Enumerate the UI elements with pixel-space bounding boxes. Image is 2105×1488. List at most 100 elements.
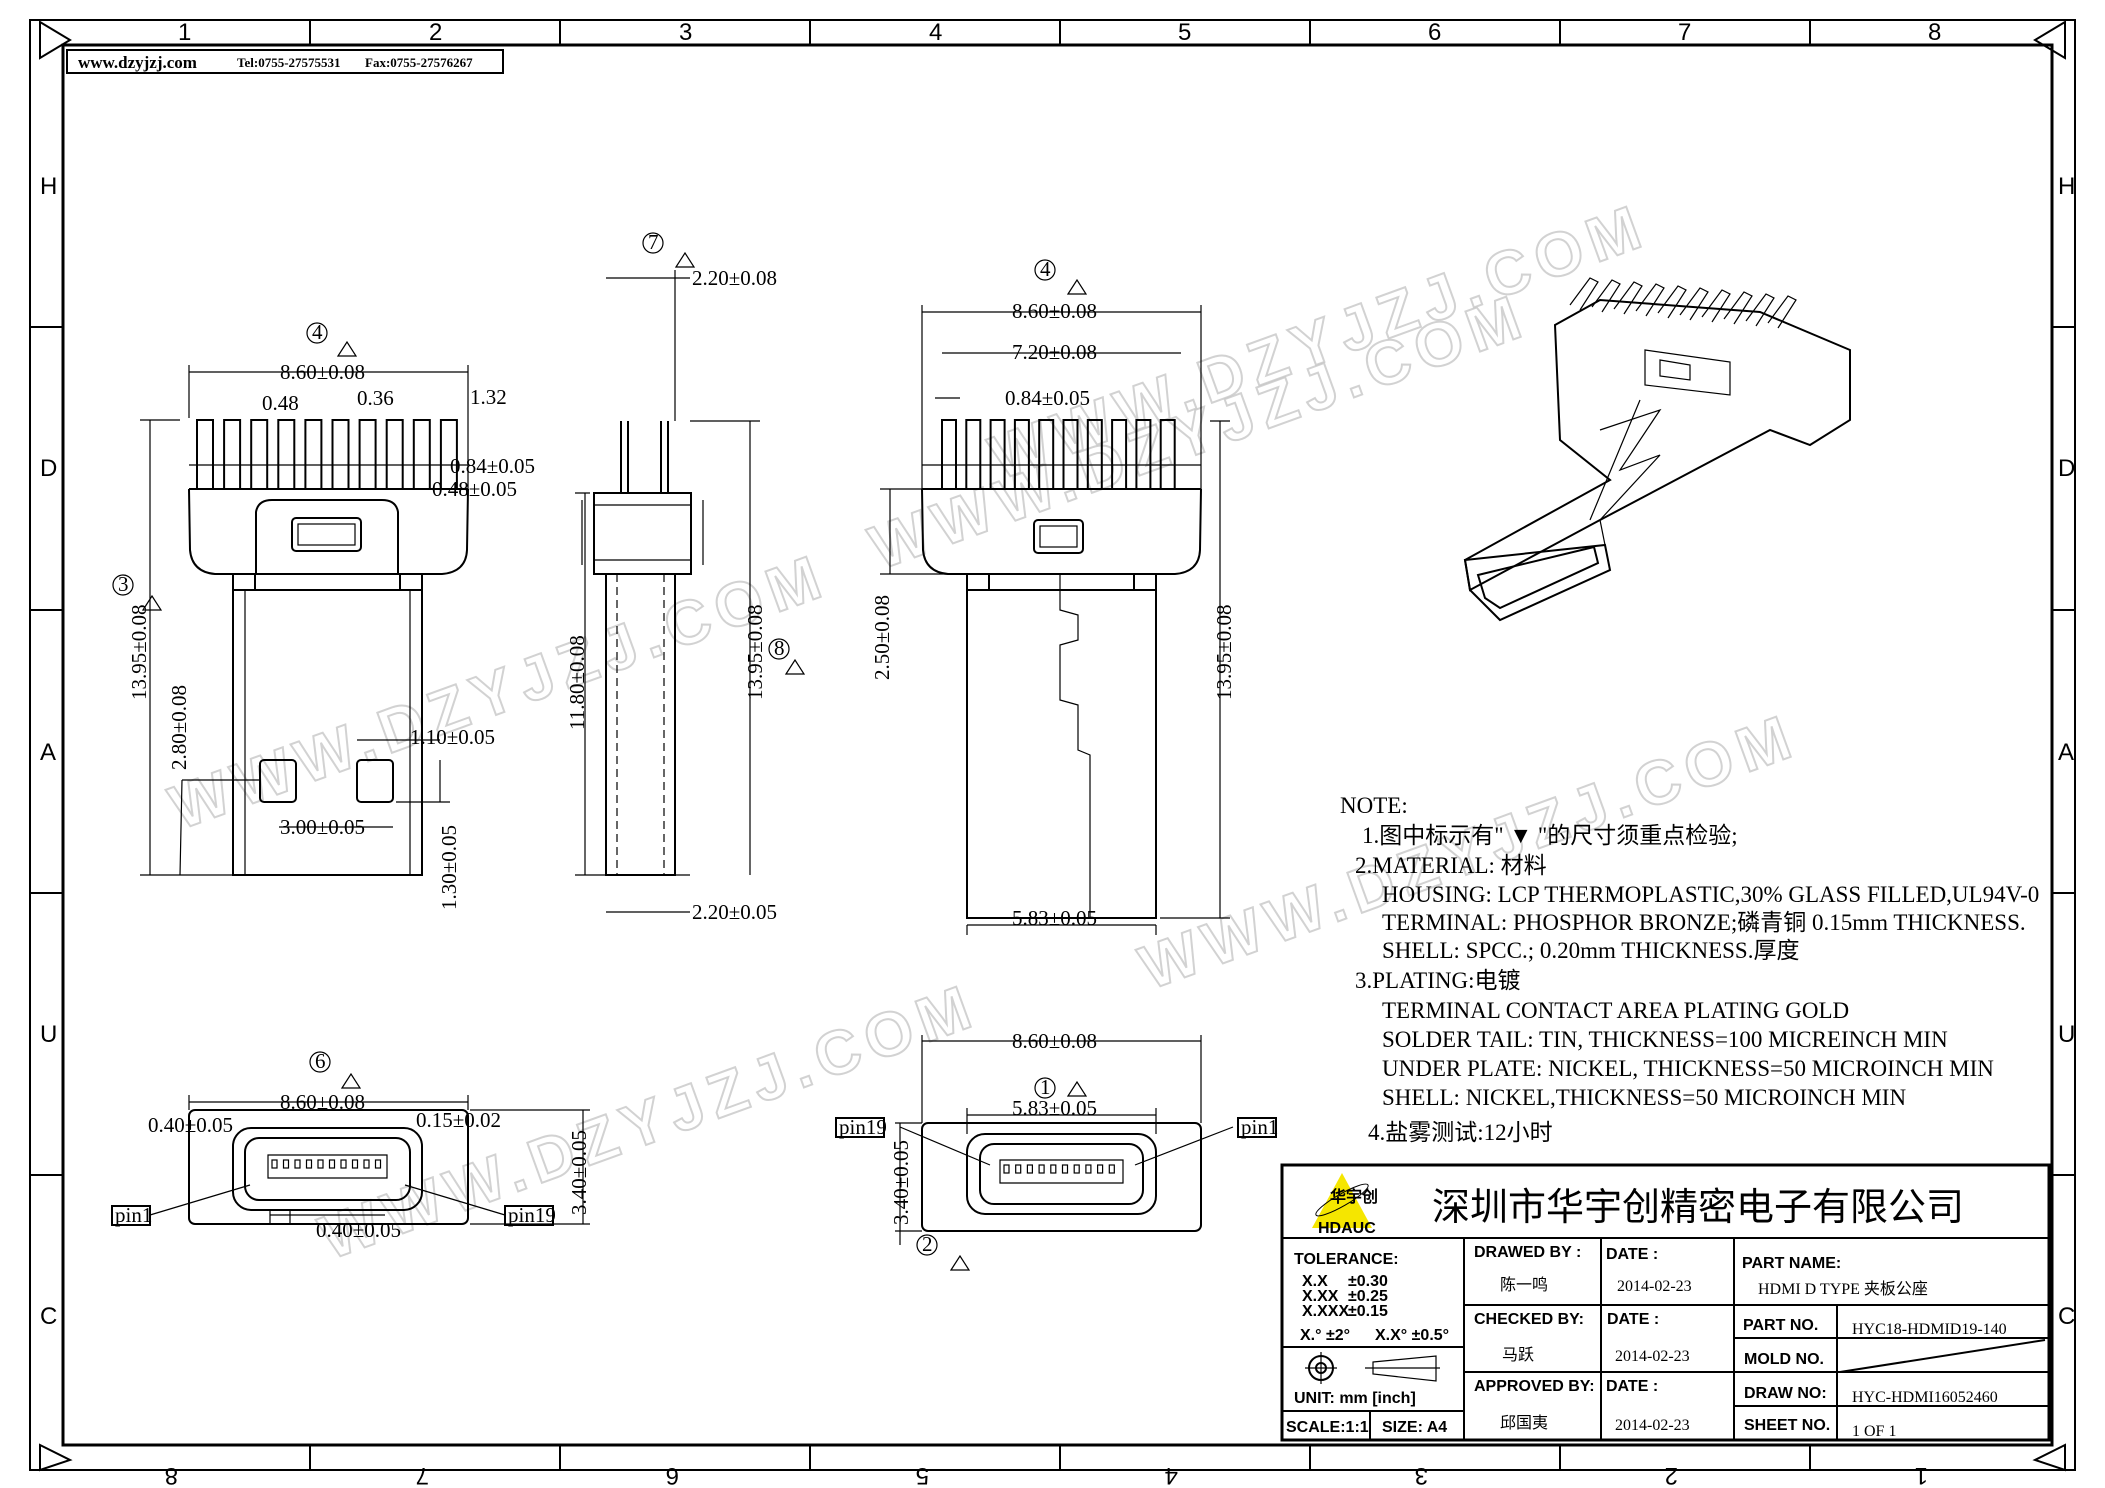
contact [328, 1159, 336, 1169]
date: 2014-02-23 [1615, 1417, 1690, 1434]
pin [1767, 295, 1797, 329]
note-line: 3.PLATING:电镀 [1355, 968, 1520, 993]
contacts [1003, 1164, 1115, 1174]
dim-label: 11.80±0.08 [565, 635, 589, 730]
balloon: 1 [1040, 1075, 1051, 1099]
zone-label: 5 [1178, 19, 1191, 46]
fax: Fax:0755-27576267 [365, 55, 473, 70]
pin [1635, 283, 1665, 317]
note-line: 2.MATERIAL: 材料 [1355, 853, 1547, 878]
pin [1591, 279, 1621, 313]
zone-label: U [40, 1021, 57, 1048]
balloon: 8 [774, 636, 785, 660]
part-name-label: PART NAME: [1742, 1255, 1841, 1272]
contact [1073, 1164, 1080, 1174]
angle-tol: X.X° ±0.5° [1375, 1327, 1449, 1344]
contact [1085, 1164, 1092, 1174]
tolerance-grade: X.XX [1302, 1288, 1339, 1305]
dim-label: 0.40±0.05 [148, 1113, 233, 1137]
date: 2014-02-23 [1615, 1348, 1690, 1365]
isometric-view [1463, 277, 1851, 622]
front-view-left: 6 8.60±0.08 0.40±0.05 0.15±0.02 3.40±0.0… [111, 1049, 591, 1242]
date-label: DATE : [1607, 1311, 1659, 1328]
company-name: 深圳市华宇创精密电子有限公司 [1432, 1185, 1964, 1229]
company-logo: 华宇创 HDAUC [1312, 1173, 1378, 1237]
note-line: SHELL: SPCC.; 0.20mm THICKNESS.厚度 [1382, 938, 1799, 963]
terminal-fin [412, 419, 431, 490]
logo-text: HDAUC [1318, 1220, 1376, 1237]
zone-label: H [40, 173, 57, 200]
zone-label: 3 [1415, 1462, 1428, 1488]
zone-label: 6 [666, 1462, 679, 1488]
pin [1569, 277, 1599, 311]
contact [374, 1159, 382, 1169]
part-no-label: PART NO. [1743, 1317, 1818, 1334]
projection-symbol-icon [1305, 1352, 1440, 1384]
draw-no-label: DRAW NO: [1744, 1385, 1827, 1402]
pin-label: pin1 [1241, 1115, 1278, 1139]
terminal-fins [196, 419, 458, 490]
notes: NOTE: 1.图中标示有" ▼ "的尺寸须重点检验; 2.MATERIAL: 材… [1340, 793, 2039, 1145]
approved-by: 邱国夷 [1500, 1414, 1548, 1432]
contact [1108, 1164, 1115, 1174]
dim-label: 8.60±0.08 [1012, 299, 1097, 323]
zone-label: 1 [178, 19, 191, 46]
note-line: 1.图中标示有" ▼ "的尺寸须重点检验; [1362, 823, 1738, 848]
terminal-fin [223, 419, 242, 490]
contact [351, 1159, 359, 1169]
zone-label: 8 [165, 1462, 178, 1488]
tolerance-grade: X.X [1302, 1273, 1328, 1290]
zone-label: A [2058, 739, 2074, 766]
tolerance-grade: X.XXX [1302, 1303, 1349, 1320]
terminal-fin [941, 419, 957, 490]
part-name: HDMI D TYPE 夹板公座 [1758, 1280, 1928, 1298]
zone-label: A [40, 739, 56, 766]
zone-label: 6 [1428, 19, 1441, 46]
contact [1038, 1164, 1045, 1174]
top-view: 4 3 8.60±0.08 0.48 0.36 1.32 0.84±0.05 0… [112, 320, 535, 910]
tolerance-label: TOLERANCE: [1294, 1251, 1399, 1268]
dim-label: 1.10±0.05 [410, 725, 495, 749]
zone-label: 1 [1915, 1462, 1928, 1488]
zone-label: H [2058, 173, 2075, 200]
pin-label: pin1 [115, 1203, 152, 1227]
notes-title: NOTE: [1340, 793, 1408, 818]
terminal-fin [304, 419, 323, 490]
note-line: UNDER PLATE: NICKEL, THICKNESS=50 MICROI… [1382, 1056, 1994, 1081]
contact [317, 1159, 324, 1169]
contact [282, 1159, 290, 1169]
dim-label: 3.40±0.05 [567, 1130, 591, 1215]
mold-no-label: MOLD NO. [1744, 1351, 1824, 1368]
dim-label: 5.83±0.05 [1012, 906, 1097, 930]
contacts [271, 1159, 382, 1169]
sheet-no: 1 OF 1 [1852, 1423, 1896, 1440]
inner-frame [61, 43, 2054, 1447]
balloon: 4 [312, 320, 323, 344]
contact [340, 1159, 347, 1169]
approved-by-label: APPROVED BY: [1474, 1378, 1595, 1395]
terminal-fin [385, 419, 404, 490]
website: www.dzyjzj.com [78, 53, 197, 72]
pin-label: pin19 [508, 1203, 556, 1227]
contact [271, 1159, 278, 1169]
date-label: DATE : [1606, 1378, 1658, 1395]
balloon: 6 [315, 1049, 326, 1073]
balloon: 2 [922, 1232, 933, 1256]
note-line: SHELL: NICKEL,THICKNESS=50 MICROINCH MIN [1382, 1085, 1906, 1110]
zone-label: 4 [1165, 1462, 1178, 1488]
zone-label: C [40, 1303, 57, 1330]
corner-arrow-icon [39, 20, 2066, 1472]
zone-label: 2 [429, 19, 442, 46]
tel: Tel:0755-27575531 [237, 55, 341, 70]
outer-frame [29, 19, 2076, 1471]
pin-label: pin19 [839, 1115, 887, 1139]
dim-label: 0.36 [357, 386, 394, 410]
front-view-right: 8.60±0.08 1 5.83±0.05 pin19 pin1 3.40±0.… [835, 1029, 1278, 1271]
watermark: WWW.DZYJZJ.COM [161, 541, 837, 843]
pin [1701, 289, 1731, 323]
dim-label: 0.48±0.05 [432, 477, 517, 501]
terminal-fin [277, 419, 296, 490]
pin [1723, 291, 1753, 325]
dim-label: 8.60±0.08 [280, 1090, 365, 1114]
